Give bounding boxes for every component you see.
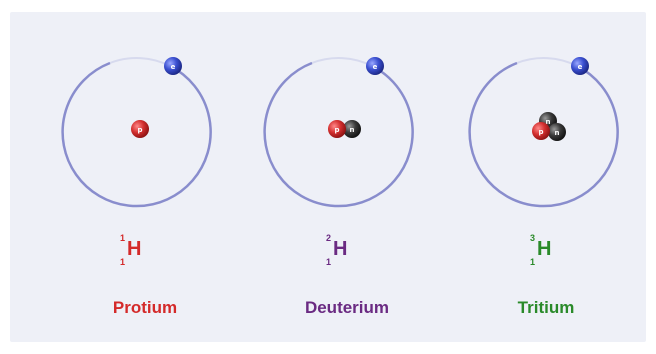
deuterium-atom: e n p (265, 57, 413, 206)
deuterium-name: Deuterium (267, 298, 427, 318)
neutron-label: n (555, 129, 560, 137)
atomic-number: 1 (326, 258, 331, 267)
protium-name: Protium (65, 298, 225, 318)
element-symbol: H (127, 239, 141, 259)
tritium-symbol: 3 1 H (530, 232, 590, 272)
electron-label: e (373, 63, 378, 71)
electron-label: e (171, 63, 176, 71)
proton-label: p (538, 128, 543, 136)
atomic-number: 1 (530, 258, 535, 267)
tritium-atom: e n n p (470, 57, 618, 206)
protium-symbol: 1 1 H (120, 232, 180, 272)
atomic-number: 1 (120, 258, 125, 267)
electron-label: e (578, 63, 583, 71)
element-symbol: H (537, 239, 551, 259)
proton-label: p (137, 126, 142, 134)
tritium-name: Tritium (466, 298, 626, 318)
proton-label: p (334, 126, 339, 134)
deuterium-symbol: 2 1 H (326, 232, 386, 272)
protium-atom: e p (63, 57, 211, 206)
neutron-label: n (350, 126, 355, 134)
mass-number: 2 (326, 234, 331, 243)
element-symbol: H (333, 239, 347, 259)
mass-number: 3 (530, 234, 535, 243)
mass-number: 1 (120, 234, 125, 243)
